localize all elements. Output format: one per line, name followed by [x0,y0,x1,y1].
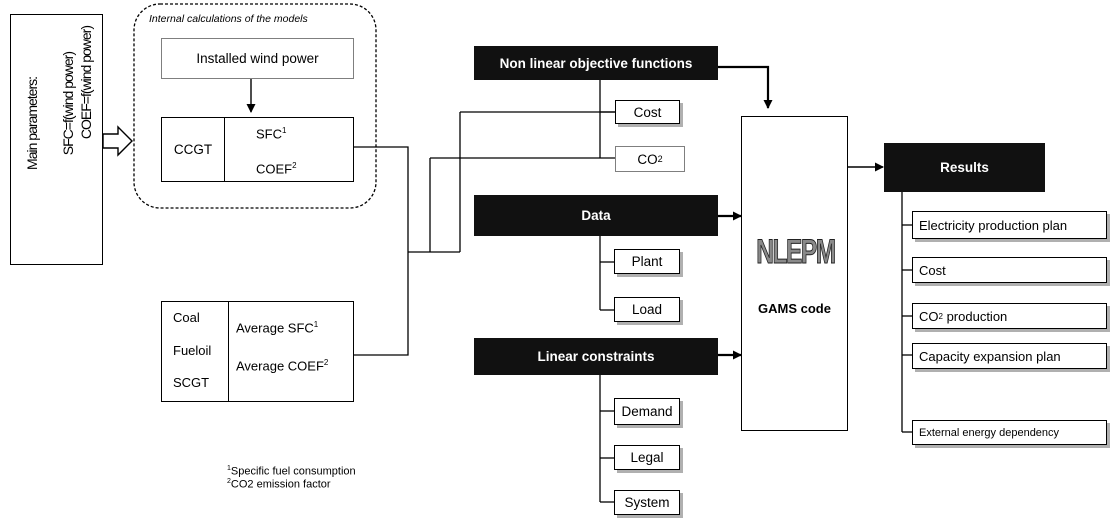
average-coef-label: Average COEF2 [236,358,329,374]
fueloil-label: Fueloil [173,343,212,358]
plants-box: Coal Fueloil SCGT Average SFC1 Average C… [161,301,354,402]
linear-constraints-header: Linear constraints [474,338,718,375]
plant-types: Coal Fueloil SCGT [162,302,229,401]
objective-functions-header: Non linear objective functions [474,46,718,80]
average-sfc-label: Average SFC1 [236,320,319,336]
coef-label: COEF2 [256,161,297,177]
internal-calculations-title: Internal calculations of the models [149,13,308,25]
footnote-sfc: 1Specific fuel consumption [227,465,356,478]
nlepm-model-box: NLEPM GAMS code [741,116,848,431]
sfc-label: SFC1 [256,126,287,142]
scgt-label: SCGT [173,375,210,390]
nlepm-logo: NLEPM [756,232,837,271]
coef-function-text: COEF=f(wind power) [78,26,94,140]
main-parameters-text: Main parameters: [24,77,40,170]
data-load-box: Load [614,297,680,322]
constraint-demand-box: Demand [614,398,680,425]
internal-calculations-container [133,3,377,209]
constraint-system-box: System [614,490,680,515]
objective-cost-box: Cost [615,100,680,124]
installed-wind-power-box: Installed wind power [161,38,354,79]
result-capacity-box: Capacity expansion plan [912,343,1107,369]
ccgt-label: CCGT [162,118,225,181]
gams-code-label: GAMS code [758,301,831,316]
result-cost-box: Cost [912,257,1107,283]
sfc-function-text: SFC=f(wind power) [60,52,76,156]
hollow-arrow-icon [102,125,133,157]
footnote-coef: 2CO2 emission factor [227,478,331,491]
results-header: Results [884,143,1045,192]
constraint-legal-box: Legal [614,445,680,470]
result-electricity-box: Electricity production plan [912,211,1107,239]
data-plant-box: Plant [614,249,680,274]
result-external-box: External energy dependency [912,420,1107,445]
main-parameters-box: Main parameters: SFC=f(wind power) COEF=… [10,14,103,265]
data-header: Data [474,195,718,236]
coal-label: Coal [173,310,200,325]
ccgt-box: CCGT SFC1 COEF2 [161,117,354,182]
